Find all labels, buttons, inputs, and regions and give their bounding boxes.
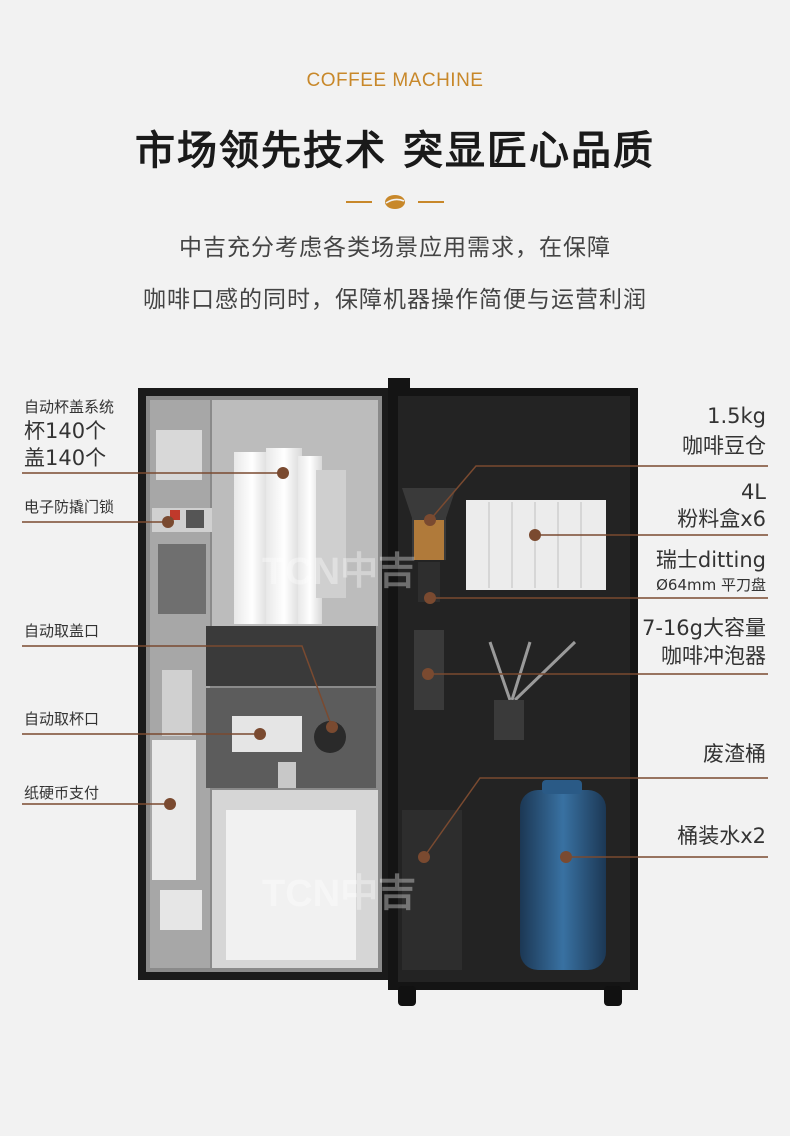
label-anti-tamper-lock: 电子防撬门锁 — [24, 498, 115, 516]
label-lid-system-cups: 杯140个 — [24, 419, 107, 443]
label-lid-pickup: 自动取盖口 — [24, 622, 100, 640]
label-payment: 纸硬币支付 — [24, 784, 100, 802]
coffee-machine-illustration: TCN中吉 TCN中吉 — [22, 378, 768, 1006]
label-grinder-name: 瑞士ditting — [655, 548, 766, 572]
label-brewer: 咖啡冲泡器 — [661, 644, 766, 668]
label-brewer-capacity: 7-16g大容量 — [642, 616, 766, 640]
label-water-bottles: 桶装水x2 — [677, 824, 766, 848]
label-powder-boxes: 粉料盒x6 — [677, 507, 766, 531]
divider-line-left — [346, 201, 372, 203]
label-bean-hopper: 咖啡豆仓 — [682, 434, 766, 458]
right-cabinet — [388, 378, 638, 990]
subtitle-line-2: 咖啡口感的同时，保障机器操作简便与运营利润 — [143, 287, 647, 313]
divider-line-right — [418, 201, 444, 203]
title-divider — [0, 192, 790, 212]
label-lid-system-lids: 盖140个 — [24, 446, 107, 470]
label-grinder-spec: Ø64mm 平刀盘 — [656, 576, 766, 594]
label-cup-pickup: 自动取杯口 — [24, 710, 100, 728]
label-lid-system-title: 自动杯盖系统 — [24, 398, 115, 416]
section-eyebrow: COFFEE MACHINE — [306, 70, 484, 91]
label-powder-capacity: 4L — [740, 480, 766, 504]
watermark-bottom: TCN中吉 — [262, 873, 416, 915]
watermark-top: TCN中吉 — [262, 551, 416, 593]
label-bean-capacity: 1.5kg — [707, 404, 766, 428]
subtitle-line-1: 中吉充分考虑各类场景应用需求，在保障 — [179, 235, 611, 261]
page-title: 市场领先技术 突显匠心品质 — [135, 128, 655, 174]
label-waste-bin: 废渣桶 — [703, 742, 766, 766]
coffee-bean-icon — [385, 195, 405, 209]
left-door — [138, 388, 388, 980]
